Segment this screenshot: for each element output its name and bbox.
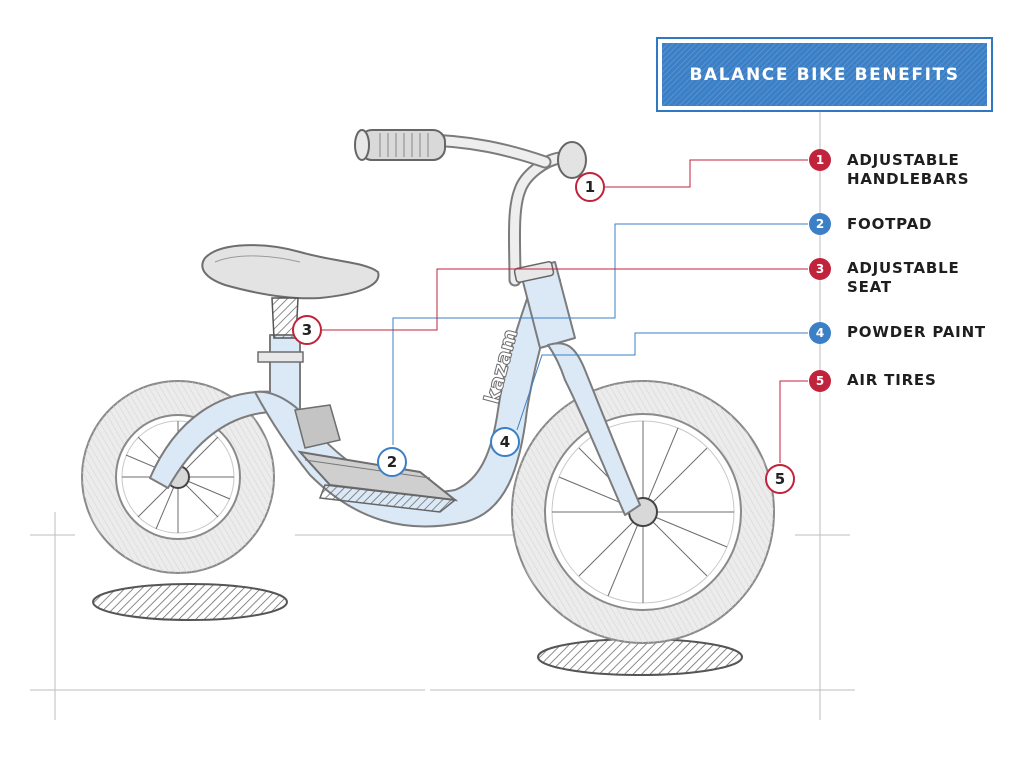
title-box: BALANCE BIKE BENEFITS bbox=[656, 37, 993, 112]
legend-label-1: ADJUSTABLE HANDLEBARS bbox=[847, 151, 970, 188]
legend-dot-2: 2 bbox=[809, 213, 831, 235]
leader-line-5 bbox=[779, 380, 808, 463]
leader-line-1 bbox=[604, 159, 808, 188]
legend-dot-3: 3 bbox=[809, 258, 831, 280]
front-wheel-shadow bbox=[537, 638, 743, 676]
front-wheel bbox=[511, 380, 775, 644]
leader-line-4 bbox=[516, 332, 808, 431]
legend-dot-5: 5 bbox=[809, 370, 831, 392]
rear-wheel-shadow bbox=[92, 583, 288, 621]
legend-label-4: POWDER PAINT bbox=[847, 323, 986, 341]
callout-4: 4 bbox=[490, 427, 520, 457]
legend-label-5: AIR TIRES bbox=[847, 371, 937, 389]
handlebars bbox=[354, 129, 587, 287]
leader-lines bbox=[322, 159, 808, 463]
callout-1: 1 bbox=[575, 172, 605, 202]
callout-5: 5 bbox=[765, 464, 795, 494]
legend-label-3: ADJUSTABLE SEAT bbox=[847, 259, 960, 296]
callout-2: 2 bbox=[377, 447, 407, 477]
footpad bbox=[294, 404, 459, 513]
rear-wheel bbox=[81, 380, 275, 574]
legend-label-2: FOOTPAD bbox=[847, 215, 933, 233]
leader-line-2 bbox=[392, 223, 808, 445]
callout-3: 3 bbox=[292, 315, 322, 345]
seat bbox=[201, 244, 380, 363]
page-title: BALANCE BIKE BENEFITS bbox=[689, 64, 960, 85]
title-banner: BALANCE BIKE BENEFITS bbox=[662, 43, 987, 106]
legend-dot-1: 1 bbox=[809, 149, 831, 171]
legend-dot-4: 4 bbox=[809, 322, 831, 344]
leader-line-3 bbox=[322, 268, 808, 331]
